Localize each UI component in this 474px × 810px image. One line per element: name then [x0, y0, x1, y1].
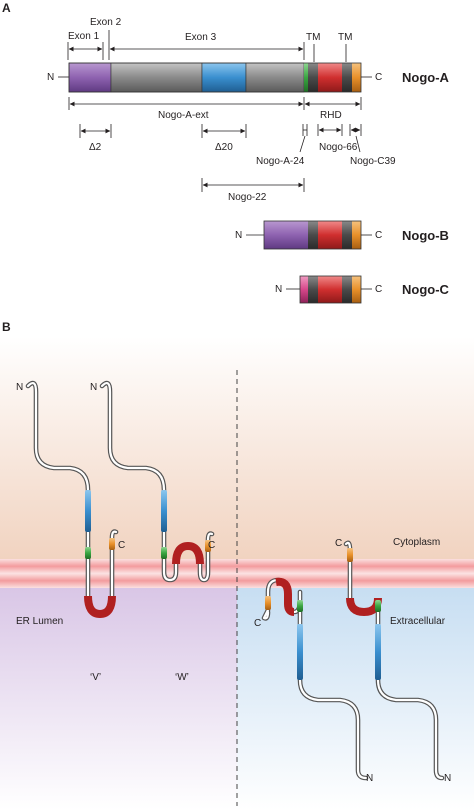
nogo-b-c-label: C	[375, 230, 382, 241]
right2-c-label: C	[335, 538, 342, 549]
nogo-a-24-pointer	[299, 135, 306, 153]
v-topology-protein	[25, 380, 119, 619]
nogo-a-title: Nogo-A	[402, 70, 450, 85]
nogo-b-title: Nogo-B	[402, 228, 449, 243]
right1-green-segment	[297, 600, 303, 612]
nogo-c-tm1	[308, 276, 318, 303]
exon2-label: Exon 2	[90, 17, 122, 28]
extracellular-n-topology-protein-1	[261, 577, 369, 781]
nogo-a-c-term	[352, 63, 361, 92]
nogo-a-c-label: C	[375, 72, 382, 83]
nogo-a-purple-domain	[68, 62, 112, 93]
extracellular-label: Extracellular	[390, 616, 446, 627]
v-red-loop	[84, 595, 116, 619]
er-lumen-label: ER Lumen	[16, 616, 63, 627]
nogo-a-n-label: N	[47, 72, 54, 83]
w-orange-c-term	[205, 540, 211, 552]
nogo-22-label: Nogo-22	[228, 192, 267, 203]
right1-orange-c-term	[265, 596, 271, 610]
nogo-c-title: Nogo-C	[402, 282, 450, 297]
nogo-a-tm1	[308, 63, 318, 92]
v-n-label: N	[16, 382, 23, 393]
right2-orange-c-term	[347, 548, 353, 562]
v-orange-c-term	[109, 538, 115, 550]
d2-label: Δ2	[89, 142, 102, 153]
nogo-c-tm2	[342, 276, 352, 303]
nogo-c-bar	[299, 275, 362, 304]
nogo-b-tm1	[308, 221, 318, 249]
right1-c-label: C	[254, 618, 261, 629]
nogo-c-c-term	[352, 276, 361, 303]
v-blue-domain	[85, 490, 91, 532]
panel-a-letter: A	[2, 1, 11, 15]
nogo-b-purple-domain	[264, 221, 308, 249]
nogo-a-24-label: Nogo-A-24	[256, 156, 305, 167]
w-c-label: C	[208, 540, 215, 551]
right2-blue-domain	[375, 624, 381, 680]
exon1-label: Exon 1	[68, 31, 100, 42]
nogo-a-grey-domain-1	[110, 62, 203, 93]
right2-n-label: N	[444, 773, 451, 784]
right1-blue-domain	[297, 624, 303, 680]
nogo-c-pink-domain	[300, 276, 308, 303]
w-topology-protein	[99, 380, 215, 583]
w-red-loop	[172, 541, 204, 565]
extracellular-n-topology-protein-2	[343, 540, 445, 781]
nogo-c39-pointer	[355, 135, 361, 153]
tm1-label: TM	[306, 32, 320, 43]
rhd-label: RHD	[320, 110, 342, 121]
nogo-a-grey-domain-2	[245, 62, 305, 93]
nogo-a-tm2	[342, 63, 352, 92]
nogo-b-c-term	[352, 221, 361, 249]
nogo-a-blue-domain	[201, 62, 247, 93]
exon3-label: Exon 3	[185, 32, 217, 43]
v-c-label: C	[118, 540, 125, 551]
nogo-b-tm2	[342, 221, 352, 249]
nogo-a-bar	[68, 62, 362, 93]
v-green-segment	[85, 547, 91, 559]
cytoplasm-label: Cytoplasm	[393, 537, 440, 548]
nogo-a-green-segment	[304, 63, 308, 92]
right1-n-label: N	[366, 773, 373, 784]
v-topology-label: ‘V’	[90, 672, 101, 683]
nogo-a-ext-label: Nogo-A-ext	[158, 110, 209, 121]
nogo-66-label: Nogo-66	[319, 142, 358, 153]
tm2-label: TM	[338, 32, 352, 43]
nogo-c39-label: Nogo-C39	[350, 156, 396, 167]
w-topology-label: ‘W’	[175, 672, 189, 683]
er-lumen-region	[0, 588, 237, 810]
nogo-b-n-label: N	[235, 230, 242, 241]
w-green-segment	[161, 547, 167, 559]
nogo-b-bar	[263, 220, 362, 250]
nogo-c-red-loop	[318, 276, 342, 303]
w-blue-domain	[161, 490, 167, 532]
nogo-c-n-label: N	[275, 284, 282, 295]
w-n-label: N	[90, 382, 97, 393]
panel-b-letter: B	[2, 320, 11, 334]
nogo-c-c-label: C	[375, 284, 382, 295]
nogo-b-red-loop	[318, 221, 342, 249]
d20-label: Δ20	[215, 142, 233, 153]
nogo-a-red-loop	[318, 63, 342, 92]
right2-green-segment	[375, 600, 381, 612]
right1-red-loop	[275, 577, 295, 616]
